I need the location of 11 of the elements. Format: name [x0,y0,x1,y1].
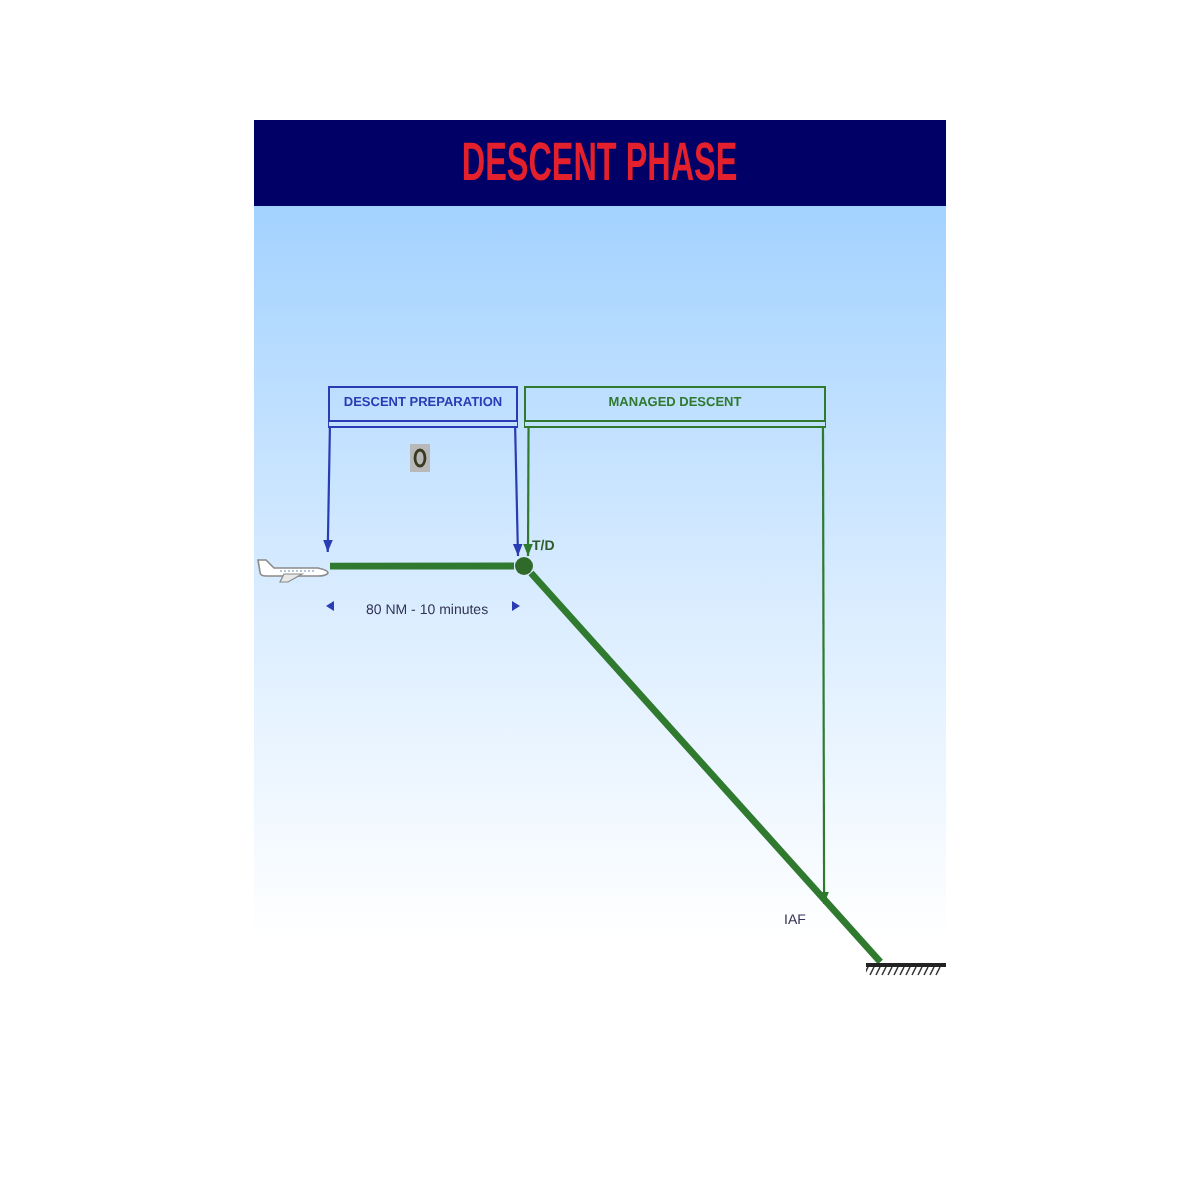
arrow [512,427,523,557]
ground-hatch [866,962,946,976]
waypoint-dot [514,556,534,576]
arrow [523,428,533,556]
phase-box [328,386,518,428]
phase-box [524,386,826,428]
slide-title: DESCENT PHASE [462,136,738,190]
arrow [323,428,333,552]
flight-path-line [528,570,883,965]
arrow [819,428,829,904]
flight-path-line [330,562,514,570]
